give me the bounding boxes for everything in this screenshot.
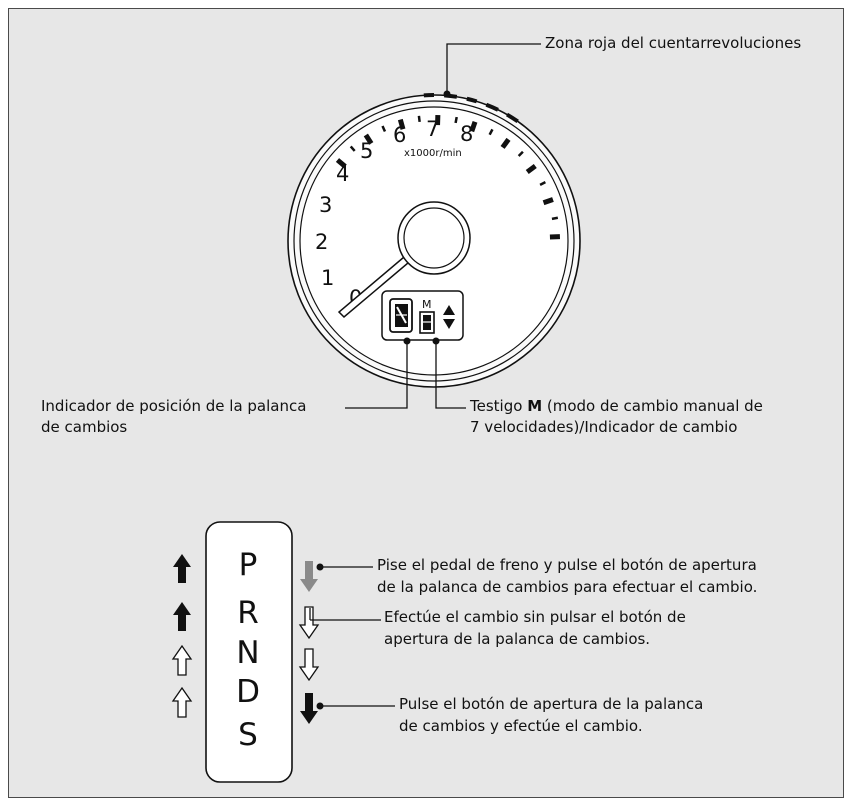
release-dot	[316, 702, 324, 710]
tach-number-3: 3	[319, 193, 332, 217]
position-dot	[403, 337, 411, 345]
callout-leaders	[345, 43, 541, 409]
display-m-letter: M	[422, 298, 432, 311]
tach-number-5: 5	[360, 139, 373, 163]
gear-d: D	[236, 674, 260, 710]
tach-tick	[488, 128, 494, 136]
brake-instruction-line1: Pise el pedal de freno y pulse el botón …	[377, 556, 757, 574]
shift-down-indicator-icon	[443, 319, 455, 329]
tach-tick	[454, 116, 458, 124]
release-instruction-line2: de cambios y efectúe el cambio.	[399, 717, 643, 735]
tach-ticks	[335, 114, 561, 240]
tach-tick	[363, 133, 374, 145]
tachometer: 0 1 2 3 4 5 6 7 8 x1000r/min	[287, 93, 581, 388]
shifter-gate	[205, 521, 293, 783]
diagram-canvas: 0 1 2 3 4 5 6 7 8 x1000r/min	[171, 43, 581, 783]
arrow-up-outline-icon	[171, 644, 193, 676]
tach-tick	[525, 164, 537, 175]
shift-up-indicator-icon	[443, 305, 455, 315]
redzone-label: Zona roja del cuentarrevoluciones	[545, 34, 802, 52]
m-light-label-pre: Testigo	[470, 397, 528, 415]
gear-s: S	[238, 717, 258, 753]
tach-tick	[539, 180, 546, 186]
tach-number-4: 4	[336, 162, 349, 186]
arrow-down-gray-icon	[300, 561, 318, 592]
tach-number-6: 6	[393, 123, 406, 147]
gear-r: R	[237, 595, 259, 631]
mlight-leader	[435, 341, 466, 409]
tach-tick	[335, 158, 347, 169]
m-light-label-bold: M	[527, 397, 543, 415]
tach-hub-inner	[403, 207, 465, 269]
tach-tick	[500, 137, 511, 149]
tach-redzone	[423, 93, 519, 124]
gear-number-digit	[419, 311, 435, 334]
gear-p: P	[239, 547, 258, 583]
shifter: P R N D S	[171, 521, 395, 783]
tach-number-1: 1	[321, 266, 334, 290]
arrow-down-outline-icon	[298, 606, 320, 640]
tach-number-8: 8	[460, 122, 473, 146]
position-leader	[345, 341, 408, 409]
brake-dot	[316, 563, 324, 571]
redzone-segment	[505, 112, 519, 124]
tach-tick	[397, 118, 406, 130]
gear-position-digit	[389, 298, 413, 333]
tach-tick	[349, 145, 356, 152]
tach-number-2: 2	[315, 230, 328, 254]
tach-bezel-ring	[293, 100, 575, 382]
tach-tick	[542, 197, 554, 206]
tach-tick	[381, 125, 387, 132]
tach-number-7: 7	[426, 117, 439, 141]
diagram-panel: 0 1 2 3 4 5 6 7 8 x1000r/min	[8, 8, 844, 798]
arrow-down-outline-icon	[298, 648, 320, 682]
release-instruction-line1: Pulse el botón de apertura de la palanca	[399, 695, 704, 713]
redzone-segment	[466, 96, 478, 104]
free-shift-instruction-line1: Efectúe el cambio sin pulsar el botón de	[384, 608, 686, 626]
tach-tick	[517, 150, 524, 157]
m-light-label-line2: 7 velocidades)/Indicador de cambio	[470, 418, 738, 436]
position-indicator-label-line2: de cambios	[41, 418, 128, 436]
arrow-up-outline-icon	[171, 686, 193, 718]
redzone-dot	[443, 90, 451, 98]
tach-tick	[551, 216, 559, 221]
redzone-segment	[485, 102, 499, 112]
m-light-label-line1: Testigo M (modo de cambio manual de	[470, 397, 763, 416]
arrow-up-solid-icon	[173, 602, 191, 631]
tach-tick	[469, 121, 478, 133]
tach-tick	[417, 115, 421, 123]
position-indicator-label-line1: Indicador de posición de la palanca	[41, 397, 307, 415]
brake-instruction-line2: de la palanca de cambios para efectuar e…	[377, 578, 758, 596]
free-shift-instruction-line2: apertura de la palanca de cambios.	[384, 630, 651, 648]
gear-n: N	[236, 635, 259, 671]
arrow-up-solid-icon	[173, 554, 191, 583]
m-light-label-post: (modo de cambio manual de	[542, 397, 763, 415]
arrow-down-solid-icon	[300, 693, 318, 724]
mlight-dot	[432, 337, 440, 345]
redzone-leader	[446, 43, 541, 93]
tach-unit: x1000r/min	[404, 148, 462, 159]
gear-display-window: M	[381, 290, 464, 341]
